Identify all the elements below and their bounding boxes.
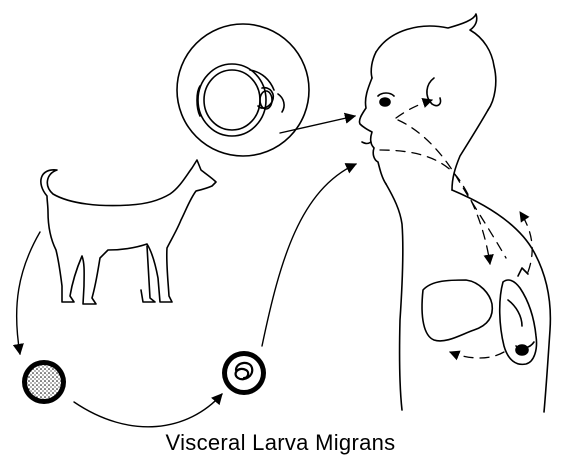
figure-caption: Visceral Larva Migrans [0,430,561,456]
embryonated-egg-icon [222,351,266,395]
dog-to-egg-arrow [17,232,40,354]
egg-to-embryonation-arrow [74,394,222,427]
egg-icon [22,360,66,404]
eye-icon [177,24,309,156]
embryonated-egg-to-mouth-arrow [262,164,356,346]
dog-icon [41,160,216,304]
child-icon [359,14,550,412]
eye-inset-pointer-arrow [280,116,355,133]
